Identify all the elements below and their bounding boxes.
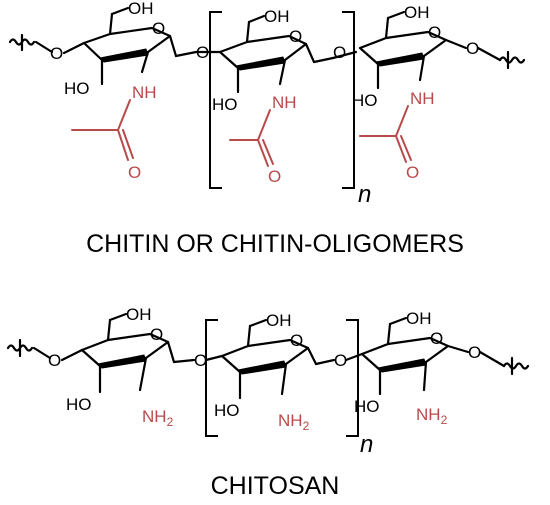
repeat-index-n: n xyxy=(358,181,371,208)
hydroxyl-label: HO xyxy=(354,397,380,416)
repeat-bracket-right xyxy=(346,319,359,437)
glucosamine-unit-1: O OH HO NH2 xyxy=(66,305,196,429)
ring-oxygen: O xyxy=(430,329,443,348)
hydroxyl-label: OH xyxy=(266,311,292,330)
chitin-structure: O O OH HO NH O O n xyxy=(8,0,526,208)
ring-oxygen: O xyxy=(150,325,163,344)
chitin-caption: CHITIN OR CHITIN-OLIGOMERS xyxy=(86,230,464,258)
hydroxyl-label: OH xyxy=(264,7,290,26)
glycosidic-oxygen: O xyxy=(48,351,61,370)
carbonyl-oxygen-label: O xyxy=(268,167,281,186)
glycosidic-oxygen: O xyxy=(194,351,207,370)
chitosan-caption: CHITOSAN xyxy=(211,472,340,500)
repeat-index-n: n xyxy=(360,431,373,458)
hydroxyl-label: OH xyxy=(126,305,152,324)
glycosidic-oxygen: O xyxy=(466,39,479,58)
chain-continuation-right xyxy=(502,362,530,370)
carbonyl-oxygen-label: O xyxy=(128,163,141,182)
glycosidic-oxygen: O xyxy=(196,43,209,62)
repeat-bracket-left xyxy=(209,11,222,189)
chain-continuation-right xyxy=(498,56,526,64)
hydroxyl-label: HO xyxy=(64,79,90,98)
carbonyl-oxygen-label: O xyxy=(406,163,419,182)
amide-nh-label: NH xyxy=(132,83,157,102)
amine-nh2-label: NH2 xyxy=(278,411,310,433)
hydroxyl-label: OH xyxy=(128,0,154,18)
glycosidic-oxygen: O xyxy=(334,351,347,370)
amide-nh-label: NH xyxy=(410,89,435,108)
glcnac-unit-1: O OH HO NH O xyxy=(64,0,198,182)
amine-nh2-label: NH2 xyxy=(142,407,174,429)
glcnac-unit-2: O OH HO NH O xyxy=(212,7,335,186)
amine-nh2-label: NH2 xyxy=(416,405,448,427)
glcnac-unit-3: O OH HO NH O xyxy=(352,3,468,182)
repeat-bracket-right xyxy=(342,11,355,189)
hydroxyl-label: HO xyxy=(66,395,92,414)
glycosidic-oxygen: O xyxy=(468,343,481,362)
glucosamine-unit-2: O OH HO NH2 xyxy=(214,311,336,433)
hydroxyl-label: HO xyxy=(352,91,378,110)
ring-oxygen: O xyxy=(289,27,302,46)
glycosidic-oxygen: O xyxy=(333,43,346,62)
amide-nh-label: NH xyxy=(272,93,297,112)
hydroxyl-label: OH xyxy=(404,3,430,22)
ring-oxygen: O xyxy=(152,19,165,38)
chitosan-structure: O O OH HO NH2 O n O xyxy=(6,305,530,458)
ring-oxygen: O xyxy=(428,23,441,42)
repeat-bracket-left xyxy=(205,319,218,437)
hydroxyl-label: HO xyxy=(212,95,238,114)
glycosidic-oxygen: O xyxy=(50,44,63,63)
ring-oxygen: O xyxy=(290,331,303,350)
glucosamine-unit-3: O OH HO NH2 xyxy=(354,309,470,427)
hydroxyl-label: OH xyxy=(406,309,432,328)
hydroxyl-label: HO xyxy=(214,401,240,420)
